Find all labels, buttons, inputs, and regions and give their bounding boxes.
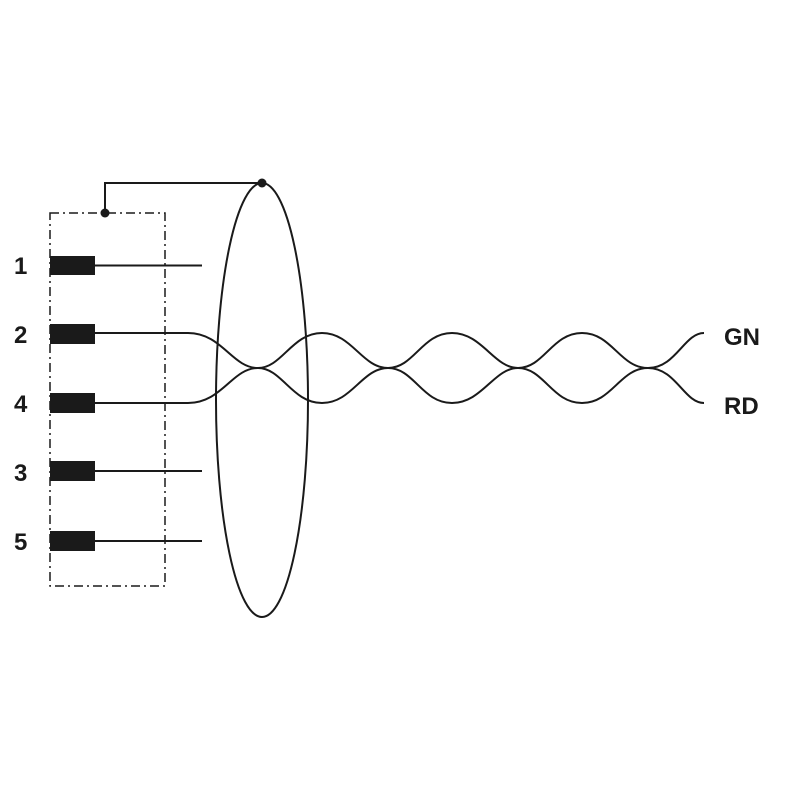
wire-label-gn: GN	[724, 324, 760, 351]
pin-2: 2	[14, 322, 95, 349]
pin-5-label: 5	[14, 529, 27, 556]
housing-shield-junction-dot	[100, 208, 110, 218]
pin-1-label: 1	[14, 253, 27, 280]
wire-label-rd: RD	[724, 393, 759, 420]
twisted-wire-gn	[95, 331, 705, 370]
shield-drain-wire	[104, 182, 262, 213]
pin-5-contact	[50, 531, 95, 551]
pin-3-contact	[50, 461, 95, 481]
pin-3: 3	[14, 460, 202, 487]
pin-1: 1	[14, 253, 202, 280]
pin-2-contact	[50, 324, 95, 344]
connector-housing	[49, 212, 166, 587]
pin-4: 4	[14, 391, 95, 418]
pin-1-contact	[50, 256, 95, 275]
pin-4-label: 4	[14, 391, 28, 418]
pin-2-label: 2	[14, 322, 27, 349]
pin-3-label: 3	[14, 460, 27, 487]
twisted-wire-rd	[95, 366, 705, 405]
pin-4-contact	[50, 393, 95, 413]
pin-5: 5	[14, 529, 202, 556]
cable-shield-oval	[215, 182, 309, 618]
